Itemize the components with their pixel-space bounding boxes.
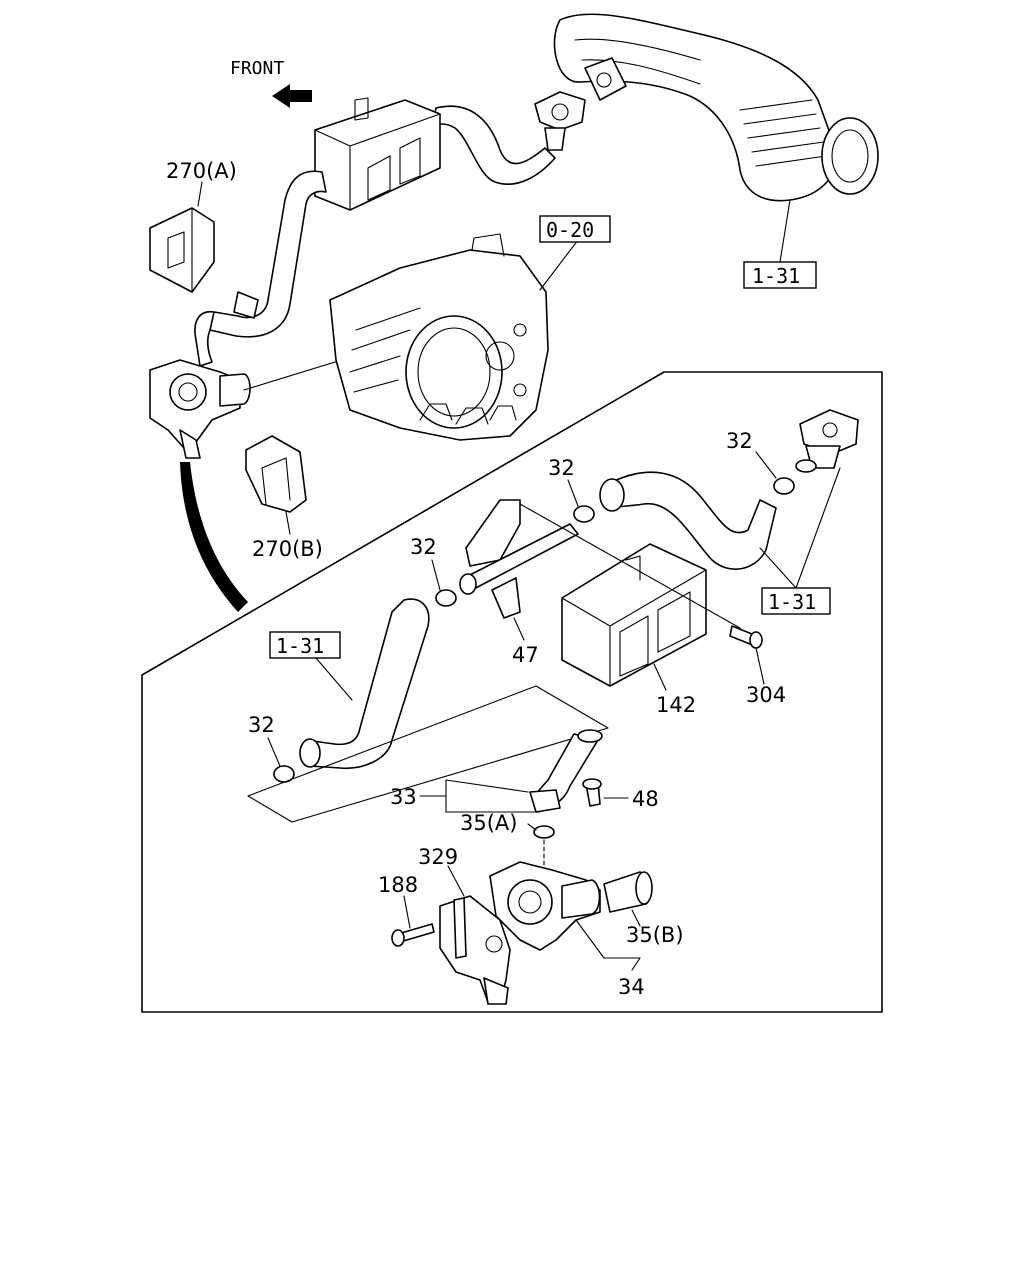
bracket-47 <box>459 499 579 619</box>
arrow-left-icon <box>272 84 312 108</box>
heater-box-142 <box>561 543 707 687</box>
callout-329: 329 <box>418 845 458 869</box>
thermostat-housing-detail <box>795 409 859 473</box>
bolt-188 <box>391 923 435 947</box>
hose-clamp <box>573 505 595 523</box>
callout-34: 34 <box>618 975 645 999</box>
fitting-329 <box>439 895 511 1005</box>
water-pump-top <box>149 359 251 459</box>
hose-clamp <box>773 477 795 495</box>
callout-47: 47 <box>512 643 539 667</box>
intake-duct <box>553 13 879 202</box>
callout-1-31-right: 1-31 <box>768 590 816 614</box>
detail-frame <box>141 371 883 1013</box>
callout-35a: 35(A) <box>460 811 517 835</box>
water-pump-34 <box>489 861 601 951</box>
bolt-48 <box>582 778 602 807</box>
hose-clamp <box>435 589 457 607</box>
curved-arrow-icon <box>180 462 248 612</box>
clip-270a <box>149 207 215 293</box>
callout-304: 304 <box>746 683 786 707</box>
callout-270b: 270(B) <box>252 537 323 561</box>
callout-142: 142 <box>656 693 696 717</box>
callout-32-a: 32 <box>726 429 753 453</box>
callout-48: 48 <box>632 787 659 811</box>
callout-33: 33 <box>390 785 417 809</box>
bolt-304 <box>729 625 763 649</box>
hose-lower-detail <box>305 598 430 770</box>
callout-32-d: 32 <box>248 713 275 737</box>
callout-1-31-left: 1-31 <box>276 634 324 658</box>
elbow-33 <box>529 729 603 813</box>
callout-0-20: 0-20 <box>546 218 594 242</box>
sub-frame <box>247 685 609 823</box>
thermostat-housing-top <box>534 91 586 151</box>
callout-32-c: 32 <box>410 535 437 559</box>
callout-270a: 270(A) <box>166 159 237 183</box>
left-hose-top <box>209 170 327 338</box>
heater-box-top <box>314 97 441 211</box>
callout-32-b: 32 <box>548 456 575 480</box>
front-label: FRONT <box>230 58 284 79</box>
flywheel-housing <box>329 233 549 441</box>
callout-1-31-top: 1-31 <box>752 264 800 288</box>
upper-hose <box>431 105 556 185</box>
hose-upper-detail <box>611 471 777 570</box>
pipe-35b <box>603 871 653 913</box>
callout-188: 188 <box>378 873 418 897</box>
o-ring-35a <box>533 825 555 839</box>
clip-270b <box>245 435 307 513</box>
callout-35b: 35(B) <box>626 923 684 947</box>
